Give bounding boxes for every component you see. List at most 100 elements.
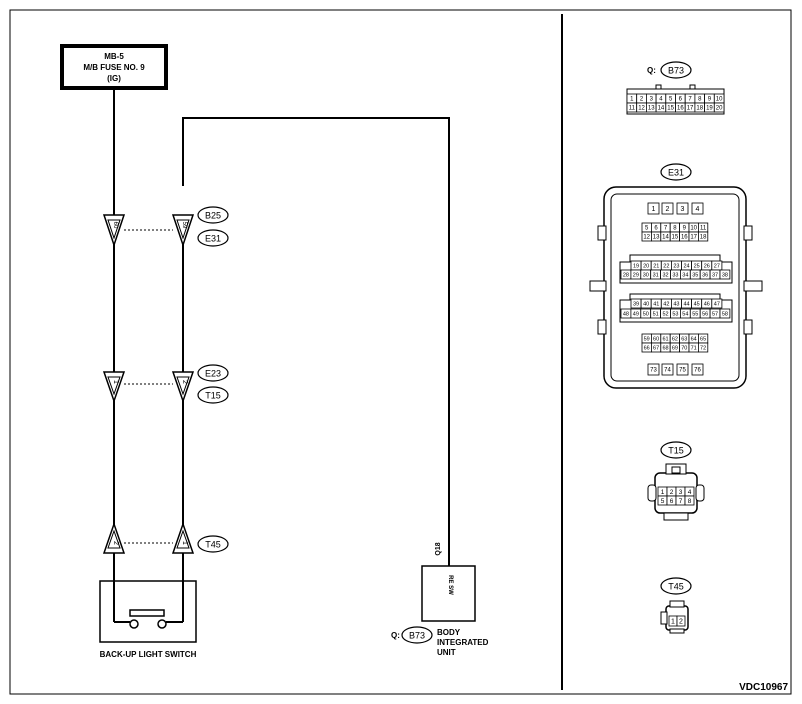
pin-label: 21 xyxy=(653,263,659,269)
pin-label: 51 xyxy=(653,311,659,317)
pin-label: 70 xyxy=(681,345,687,351)
fuse-line1: MB-5 xyxy=(104,52,124,61)
pin-cell xyxy=(711,298,723,309)
pin-label: 9 xyxy=(708,97,712,103)
pin-label: 4 xyxy=(688,489,692,496)
pin-label: 69 xyxy=(672,345,678,351)
pin-label: 6 xyxy=(654,226,658,232)
pin-label: 22 xyxy=(663,263,669,269)
pin-label: 49 xyxy=(633,311,639,317)
pin-label: 9 xyxy=(683,226,687,232)
pin-label: 45 xyxy=(694,301,700,307)
pin-label: 12 xyxy=(638,106,645,112)
svg-text:E31: E31 xyxy=(205,234,221,244)
pin-lower-right: 1 xyxy=(181,541,188,545)
pin-label: 56 xyxy=(702,311,708,317)
pin-label: 1 xyxy=(652,206,656,213)
pin-label: 43 xyxy=(673,301,679,307)
pin-label: 38 xyxy=(722,272,728,278)
pin-label: 58 xyxy=(722,311,728,317)
pin-label: 7 xyxy=(679,498,683,505)
pin-label: 68 xyxy=(662,345,668,351)
pin-label: 2 xyxy=(640,97,644,103)
unit-label-line3: UNIT xyxy=(437,648,456,657)
unit-label-line2: INTEGRATED xyxy=(437,638,489,647)
connector-pair-links xyxy=(124,229,173,544)
pin-label: 2 xyxy=(670,489,674,496)
tag-b25: B25 xyxy=(197,206,229,224)
connector-middle-left: 1 xyxy=(102,371,126,404)
pin-label: 4 xyxy=(659,97,663,103)
b73-prefix: Q: xyxy=(647,66,656,75)
unit-connector-tag xyxy=(401,626,433,644)
pin-label: 3 xyxy=(681,206,685,213)
pin-label: 13 xyxy=(653,235,660,241)
unit-pin-q18: Q18 xyxy=(435,542,442,555)
pin-label: 14 xyxy=(658,106,665,112)
pin-label: 37 xyxy=(712,272,718,278)
pin-label: 5 xyxy=(645,226,649,232)
pin-cell xyxy=(676,363,689,376)
pin-label: 52 xyxy=(662,311,668,317)
pin-label: 10 xyxy=(716,97,723,103)
switch-label: BACK-UP LIGHT SWITCH xyxy=(100,650,197,659)
unit-connector-prefix: Q: xyxy=(391,631,400,640)
pin-label: 62 xyxy=(672,336,678,342)
pin-label: 1 xyxy=(661,489,665,496)
pin-label: 6 xyxy=(670,498,674,505)
unit-internal-label: RE SW xyxy=(447,575,453,595)
connector-upper-left: 60 xyxy=(102,214,126,248)
pin-label: 72 xyxy=(700,345,706,351)
pin-cell xyxy=(661,363,674,376)
pin-label: 47 xyxy=(714,301,720,307)
t45-tag: T45 xyxy=(668,582,684,592)
pin-label: 36 xyxy=(702,272,708,278)
pin-label: 11 xyxy=(629,106,636,112)
connector-lower-left: 2 xyxy=(102,521,126,554)
pin-label: 61 xyxy=(662,336,668,342)
pin-label: 3 xyxy=(679,489,683,496)
pin-label: 16 xyxy=(677,106,684,112)
pin-label: 34 xyxy=(682,272,688,278)
pin-label: 54 xyxy=(682,311,688,317)
fuse-line3: (IG) xyxy=(107,74,121,83)
pin-upper-right: 59 xyxy=(181,222,187,229)
pin-label: 1 xyxy=(630,97,634,103)
pin-cell xyxy=(713,102,725,113)
pin-label: 13 xyxy=(648,106,655,112)
t15-tag: T15 xyxy=(668,446,684,456)
pin-lower-left: 2 xyxy=(112,541,119,545)
pin-label: 23 xyxy=(673,263,679,269)
pin-label: 39 xyxy=(633,301,639,307)
pin-label: 76 xyxy=(694,368,701,374)
pin-label: 55 xyxy=(692,311,698,317)
pin-label: 41 xyxy=(653,301,659,307)
pin-label: 53 xyxy=(672,311,678,317)
pin-label: 64 xyxy=(691,336,697,342)
pin-label: 8 xyxy=(698,97,702,103)
pin-label: 46 xyxy=(704,301,710,307)
pin-cell xyxy=(647,363,660,376)
tag-t15: T15 xyxy=(197,386,229,404)
pin-label: 60 xyxy=(653,336,659,342)
pin-label: 71 xyxy=(691,345,697,351)
pin-cell xyxy=(676,615,686,627)
pin-label: 8 xyxy=(688,498,692,505)
pin-label: 40 xyxy=(643,301,649,307)
body-integrated-unit: Q18 RE SW Q: B73 BODY INTEGRATED UNIT xyxy=(391,542,489,657)
pin-label: 20 xyxy=(643,263,649,269)
connector-upper-right: 59 xyxy=(171,214,195,248)
pin-label: 59 xyxy=(644,336,650,342)
pin-label: 18 xyxy=(700,235,707,241)
pin-cell xyxy=(719,308,731,319)
svg-text:E23: E23 xyxy=(205,369,221,379)
pin-cell xyxy=(691,363,704,376)
pin-label: 67 xyxy=(653,345,659,351)
pin-cell xyxy=(647,202,660,215)
pin-cell xyxy=(691,202,704,215)
pin-label: 27 xyxy=(714,263,720,269)
diagram-frame xyxy=(9,9,792,695)
pin-label: 10 xyxy=(690,226,697,232)
